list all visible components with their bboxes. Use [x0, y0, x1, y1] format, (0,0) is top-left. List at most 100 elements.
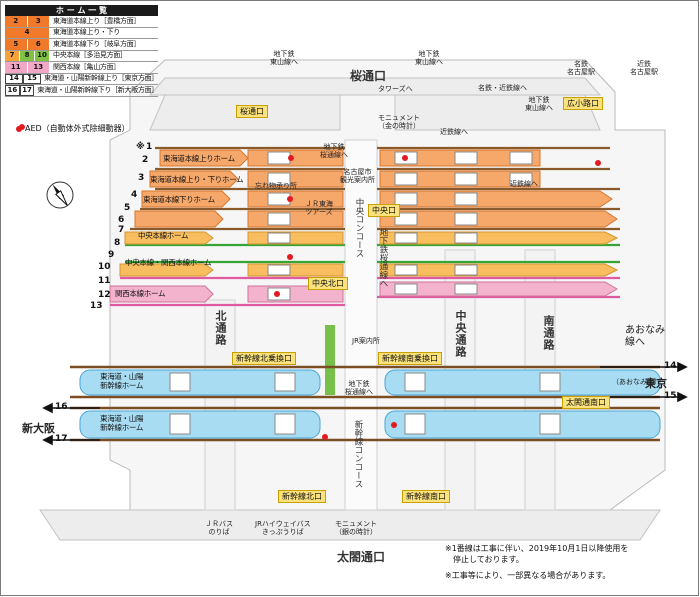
legend-title: ホ ー ム 一 覧 [5, 5, 158, 16]
legend-line-label: 東海道本線上り［豊橋方面］ [53, 16, 141, 25]
gate-shinkansen-minami: 新幹線南口 [402, 490, 450, 503]
platform-label-kansai: 関西本線ホーム [115, 289, 166, 298]
label-chikatetsu-sakuradori: 地下鉄 桜通線へ [320, 143, 348, 159]
track-number-10: 10 [98, 262, 111, 272]
gate-chuo: 中央口 [368, 204, 400, 217]
gate-hirokoji: 広小路口 [563, 97, 603, 110]
legend-track-number: 16 [5, 85, 20, 96]
shinkansen-platforms [79, 369, 661, 439]
platform-label-tokaido-updown: 東海道本線上り・下りホーム [150, 175, 244, 184]
label-tokyo: 東京 [645, 377, 667, 390]
legend-track-number: 3 [27, 16, 50, 27]
track-number-7: 7 [118, 225, 125, 235]
shinkansen-tracks [70, 365, 660, 442]
label-meitetsu: 名鉄 名古屋駅 [567, 60, 595, 76]
label-central-concourse: 中央コンコース [354, 198, 364, 258]
legend-track-number: 7 [5, 50, 20, 61]
label-chikatetsu-sakuradori-3: 地下鉄 桜通線へ [345, 380, 373, 396]
shinkansen-stairs [169, 372, 561, 435]
label-jr-tokai-tours: ＪＲ東海 ツアーズ [305, 200, 333, 216]
platform-label-tokaido-up: 東海道本線上りホーム [163, 154, 235, 163]
platform-stairs [267, 151, 533, 301]
legend-line-label: 中央本線［多治見方面］ [53, 51, 127, 60]
track-asterisk: ※ [136, 142, 145, 152]
label-jr-bus: ＪＲバス のりば [205, 520, 233, 536]
label-kita-dori: 北通路 [214, 310, 227, 346]
top-concourse [148, 77, 602, 96]
legend-line-label: 東海道・山陽新幹線上り［東京方面］ [44, 74, 158, 83]
aed-dot-icon [16, 125, 22, 132]
label-chuo-dori: 中央通路 [454, 310, 467, 358]
label-kintetsu-sen: 近鉄線へ [440, 128, 468, 136]
legend-track-number: 13 [27, 62, 50, 73]
label-meitetsu-kintetsu: 名鉄・近鉄線へ [478, 84, 527, 92]
gate-taikodori-minami: 太閤通南口 [562, 396, 610, 409]
legend-track-number: 10 [35, 50, 50, 61]
aed-legend-label: AED（自動体外式除細動器） [25, 124, 130, 133]
label-taikodori-kuchi: 太閤通口 [337, 550, 386, 564]
direction-arrows [42, 361, 688, 446]
track-number-1: 1 [146, 142, 153, 152]
gate-shinkansen-minami-norikae: 新幹線南乗換口 [378, 352, 442, 365]
tracks-left [110, 146, 345, 307]
note-construction: ※工事等により、一部異なる場合があります。 [445, 571, 611, 580]
track-number-2: 2 [142, 155, 149, 165]
label-kintetsu-nagoya: 近鉄 名古屋駅 [630, 60, 658, 76]
green-connector [325, 325, 335, 395]
legend-track-number: 14 [5, 73, 24, 84]
track-number-14: 14 [664, 361, 677, 371]
track-number-11: 11 [98, 276, 111, 286]
tracks-right [377, 146, 620, 299]
label-wasuremono: 忘れ物承り所 [255, 182, 297, 190]
note-track-1: ※1番線は工事に伴い、2019年10月1日以降使用を 停止しております。 [445, 544, 629, 564]
legend-line-label: 東海道・山陽新幹線下り［新大阪方面］ [37, 85, 158, 94]
gate-shinkansen-kita: 新幹線北口 [278, 490, 326, 503]
platform-label-tokaido-down: 東海道本線下りホーム [143, 195, 215, 204]
track-number-15: 15 [664, 391, 677, 401]
platform-label-shinkansen-up: 東海道・山陽 新幹線ホーム [100, 372, 144, 390]
gate-sakuradori: 桜通口 [236, 105, 268, 118]
label-jr-annaisho: JR案内所 [352, 337, 380, 345]
track-number-13: 13 [90, 301, 103, 311]
legend-track-number: 4 [5, 27, 50, 38]
legend-line-label: 東海道本線下り［岐阜方面］ [53, 39, 141, 48]
label-nagoya-city-tourist: 名古屋市 観光案内所 [340, 168, 375, 184]
label-shinkansen-concourse: 新幹線コンコース [353, 420, 363, 488]
compass-icon [46, 181, 74, 209]
track-number-16: 16 [55, 402, 68, 412]
legend-track-number: 5 [5, 39, 28, 50]
label-aonami-sen: （あおなみ線） [612, 378, 661, 386]
legend-line-label: 関西本線［亀山方面］ [53, 62, 120, 71]
gate-shinkansen-kita-norikae: 新幹線北乗換口 [232, 352, 296, 365]
label-chikatetsu-higashiyama-3: 地下鉄 東山線へ [525, 96, 553, 112]
label-monument-silver: モニュメント （銀の時計） [335, 520, 377, 536]
legend-track-number: 15 [23, 73, 42, 84]
track-number-5: 5 [124, 203, 131, 213]
label-chikatetsu-higashiyama-1: 地下鉄 東山線へ [270, 50, 298, 66]
legend-track-number: 11 [5, 62, 28, 73]
label-shin-osaka: 新大阪 [22, 422, 55, 435]
legend-track-numbers: 4 [5, 27, 50, 38]
track-number-6: 6 [118, 215, 125, 225]
label-highway-bus: JRハイウェイバス きっぷうりば [255, 520, 311, 536]
track-number-3: 3 [138, 173, 145, 183]
label-aonami: あおなみ 線へ [625, 325, 665, 348]
platform-label-chuo: 中央本線ホーム [138, 231, 189, 240]
top-south-block [394, 94, 601, 131]
legend-track-number: 6 [27, 39, 50, 50]
